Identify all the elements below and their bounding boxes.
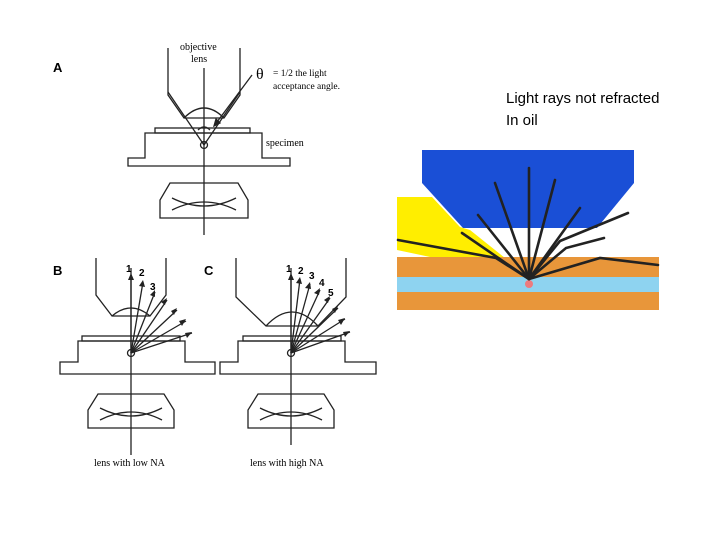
- oil-caption: Light rays not refracted In oil: [506, 88, 706, 132]
- theta-pointer: [213, 74, 253, 127]
- specimen-label: specimen: [266, 138, 304, 149]
- panel-c-ray-label-1: 1: [286, 264, 292, 275]
- panel-c-ray-label-2: 2: [298, 266, 304, 277]
- panel-c-letter: C: [204, 263, 214, 278]
- oil-caption-line1: Light rays not refracted: [506, 90, 660, 107]
- theta-note-line1: = 1/2 the light: [273, 69, 327, 79]
- theta-symbol: θ: [256, 66, 264, 83]
- oil-rays: [396, 166, 660, 281]
- panel-b-caption: lens with low NA: [94, 458, 166, 469]
- panel-c: [219, 258, 377, 445]
- panel-a-specimen-point: [199, 140, 209, 150]
- panel-c-rays: [290, 275, 351, 354]
- objective-label-line2: lens: [191, 54, 207, 65]
- panel-b-rays: [130, 275, 193, 354]
- oil-caption-line2: In oil: [506, 112, 538, 129]
- panel-b: [59, 258, 216, 455]
- theta-note-line2: acceptance angle.: [273, 82, 340, 92]
- panel-b-letter: B: [53, 263, 62, 278]
- panel-a-slide: [127, 132, 291, 167]
- panel-b-ray-label-3: 3: [150, 282, 156, 293]
- panel-a-condenser: [159, 182, 249, 219]
- objective-label-line1: objective: [180, 42, 217, 53]
- panel-c-ray-label-5: 5: [328, 288, 334, 299]
- glass-slide-layer: [397, 292, 659, 310]
- panel-a-coverslip: [154, 127, 251, 134]
- panel-c-ray-label-3: 3: [309, 271, 315, 282]
- panel-c-objective-lens: [235, 258, 347, 327]
- panel-a-letter: A: [53, 60, 63, 75]
- panel-b-ray-label-2: 2: [139, 268, 145, 279]
- panel-c-caption: lens with high NA: [250, 458, 324, 469]
- oil-immersion-figure: [396, 150, 660, 310]
- panel-a: [127, 48, 291, 235]
- panel-b-ray-label-1: 1: [126, 264, 132, 275]
- specimen-dot: [525, 280, 533, 288]
- panel-c-ray-label-4: 4: [319, 278, 325, 289]
